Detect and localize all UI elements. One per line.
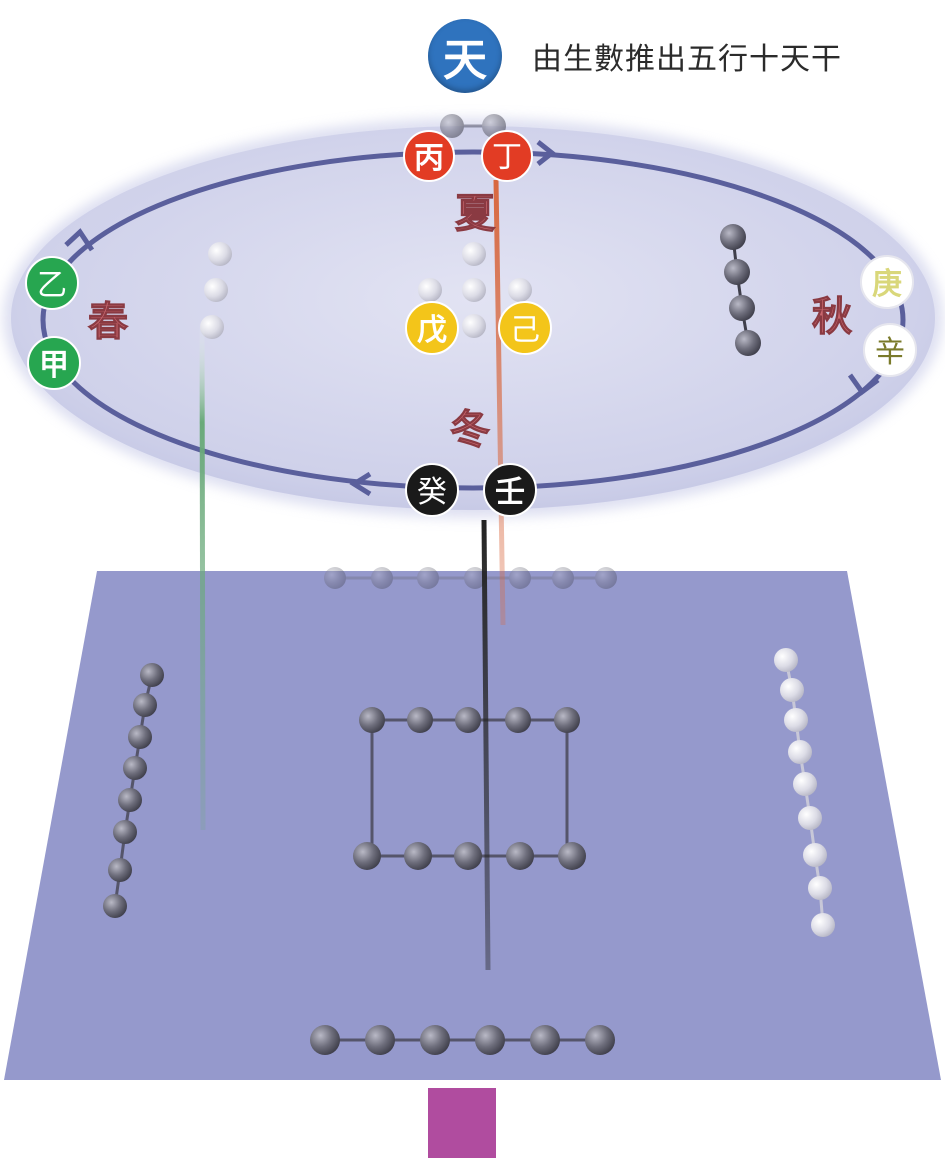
stem-ji-label: 己 (510, 313, 540, 348)
orbit-arrow-top (536, 140, 557, 166)
plane-left-bead-column (103, 663, 164, 918)
stem-bing: 丙 (403, 130, 455, 182)
stem-xin: 辛 (863, 323, 917, 377)
heaven-badge: 天 (428, 19, 502, 93)
earth-bead-cross (418, 242, 532, 338)
stem-ding: 丁 (481, 130, 533, 182)
ground-base-block (428, 1088, 496, 1158)
metal-bead-column (720, 224, 761, 356)
wood-bead-column (200, 242, 232, 339)
stem-jia: 甲 (27, 336, 81, 390)
plane-center-bead-square (353, 707, 586, 870)
stem-jia-label: 甲 (39, 348, 69, 383)
season-autumn: 秋 (812, 294, 852, 340)
season-spring: 春 (88, 299, 128, 345)
stem-ren: 壬 (483, 463, 537, 517)
orbit-arrow-left (64, 228, 95, 252)
season-winter: 冬 (450, 407, 490, 453)
stem-geng: 庚 (860, 255, 914, 309)
orbit-arrow-right (847, 373, 880, 396)
stem-ji: 己 (498, 301, 552, 355)
stem-gui-label: 癸 (417, 475, 447, 510)
plane-bottom-bead-row (310, 1025, 615, 1055)
orbit-ring (40, 149, 906, 491)
stem-yi: 乙 (25, 256, 79, 310)
stem-yi-label: 乙 (37, 268, 67, 303)
stem-ding-label: 丁 (492, 140, 522, 175)
projection-lines (199, 179, 731, 971)
orbit-arrow-bottom (349, 471, 372, 497)
season-summer: 夏 (455, 191, 496, 237)
stem-xin-label: 辛 (875, 335, 905, 370)
stem-ren-label: 壬 (495, 475, 525, 510)
plane-far-bead-row (324, 567, 617, 589)
plane-right-bead-column (774, 648, 835, 937)
stem-wu-label: 戊 (417, 313, 447, 348)
stem-gui: 癸 (405, 463, 459, 517)
stem-wu: 戊 (405, 301, 459, 355)
earth-plane (4, 571, 941, 1080)
header: 天 由生數推出五行十天干 (428, 19, 842, 93)
header-title: 由生數推出五行十天干 (532, 42, 842, 77)
stem-bing-label: 丙 (414, 141, 444, 176)
stem-geng-label: 庚 (872, 267, 902, 302)
